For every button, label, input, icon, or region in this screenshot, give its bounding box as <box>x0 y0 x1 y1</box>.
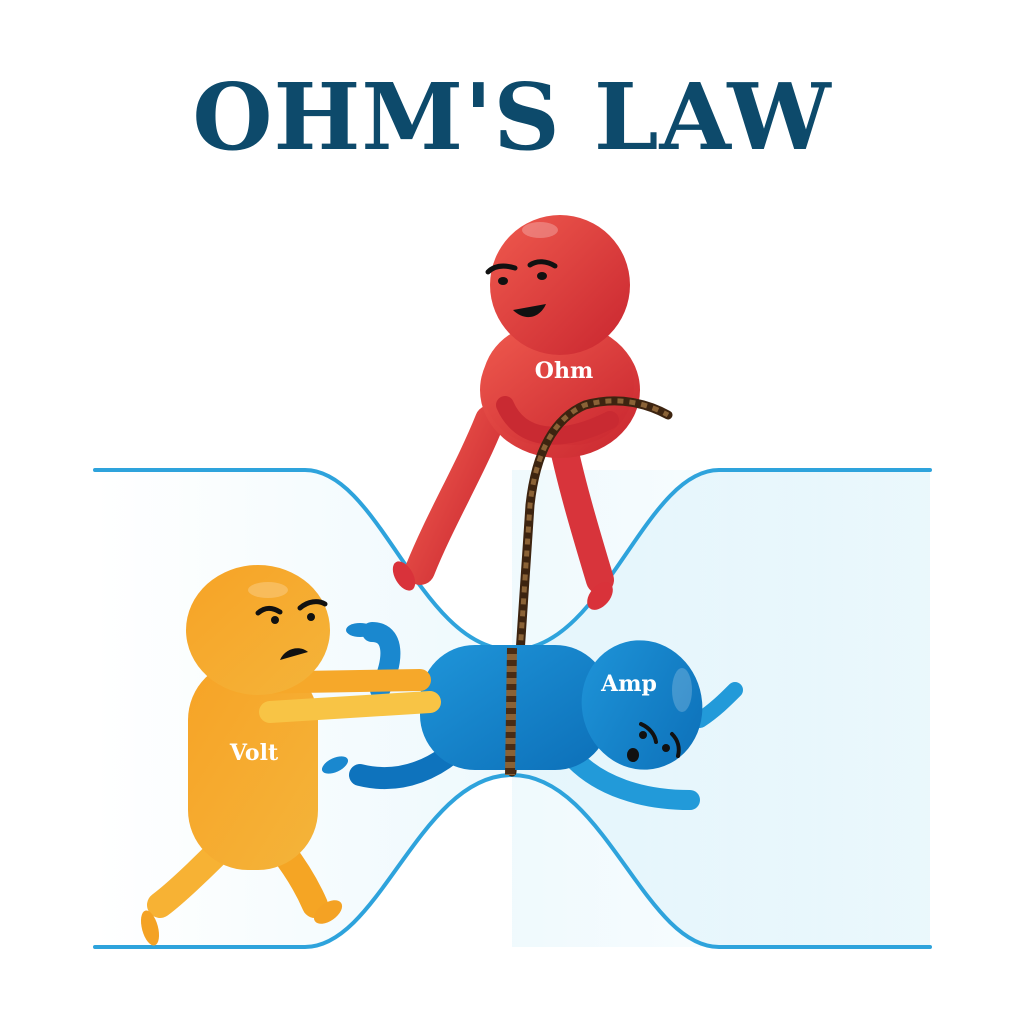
rope <box>507 396 673 777</box>
amp-character: Amp <box>321 622 743 810</box>
ohm-character: Ohm <box>392 215 640 610</box>
ohm-label: Ohm <box>535 358 593 384</box>
page-title: OHM'S LAW <box>192 63 832 171</box>
amp-label: Amp <box>600 671 657 697</box>
volt-character: Volt <box>140 565 441 946</box>
volt-label: Volt <box>229 740 279 766</box>
